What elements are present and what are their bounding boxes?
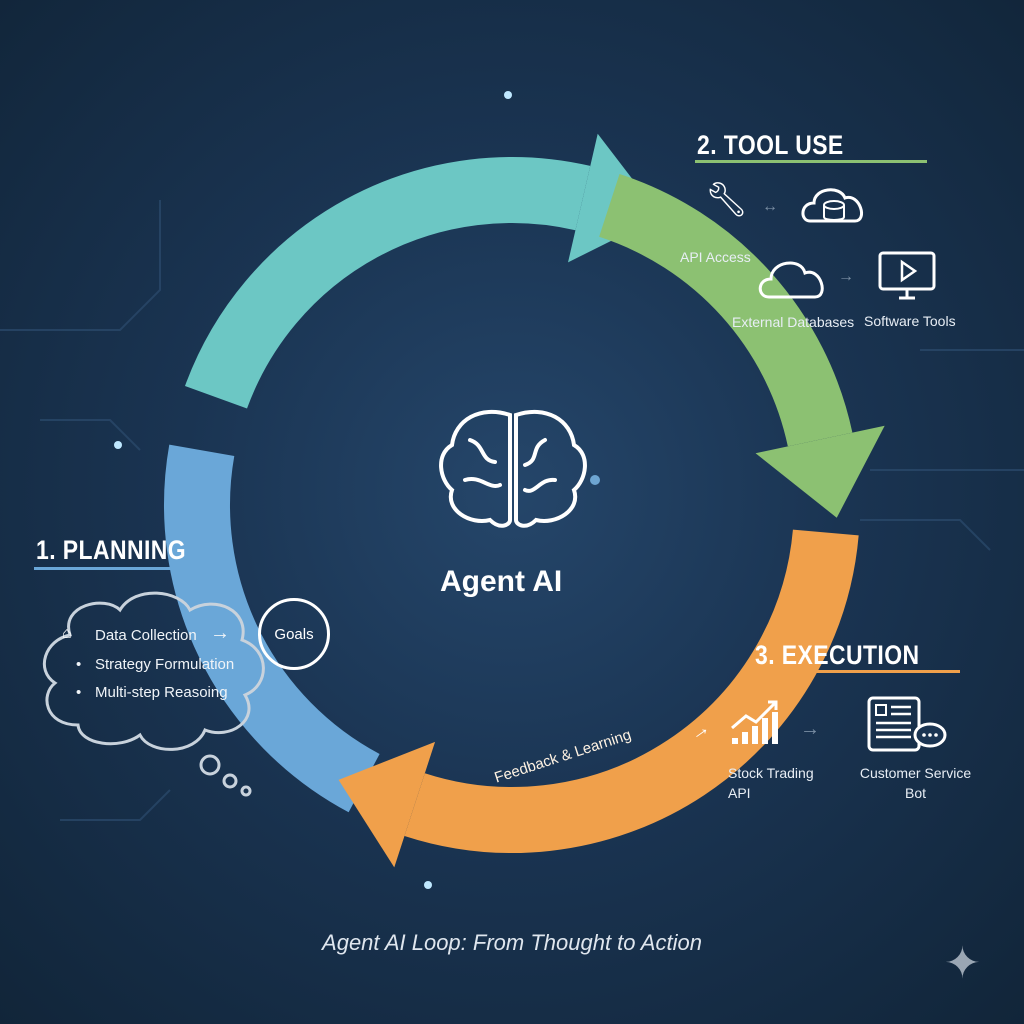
customer-service-bot-icon xyxy=(867,696,947,752)
bullet: • xyxy=(76,656,82,673)
execution-item: Stock Trading API xyxy=(728,765,814,801)
bullet: • xyxy=(76,684,82,701)
home-icon: ⌂ xyxy=(62,625,72,642)
arrow-right-icon: → xyxy=(838,268,854,285)
cloud-database-icon xyxy=(801,188,863,223)
planning-arc xyxy=(164,444,380,813)
planning-heading: 1. PLANNING xyxy=(36,535,187,565)
planning-item: Multi-step Reasoing xyxy=(95,684,228,701)
planning-item: Strategy Formulation xyxy=(95,656,235,673)
execution-arc xyxy=(404,529,859,853)
cloud-icon xyxy=(758,261,824,299)
tool-use-arc xyxy=(598,174,853,447)
monitor-play-icon xyxy=(878,251,936,300)
goals-circle: Goals xyxy=(258,598,330,670)
wrench-icon: 🔧︎ xyxy=(705,181,749,219)
execution-item: Customer Service Bot xyxy=(859,765,972,801)
thought-cloud-icon xyxy=(42,591,265,797)
tool-item: API Access xyxy=(680,249,751,265)
tool-item: Software Tools xyxy=(864,313,956,329)
execution-underline xyxy=(752,670,960,673)
tool-item: External Databases xyxy=(732,314,855,330)
caption: Agent AI Loop: From Thought to Action xyxy=(322,930,702,955)
planning-underline xyxy=(34,567,219,570)
tool-use-heading: 2. TOOL USE xyxy=(697,130,844,160)
brain-icon xyxy=(439,409,587,528)
sparkle-icon: ✦ xyxy=(944,939,981,988)
tool-use-underline xyxy=(695,160,927,163)
goals-label: Goals xyxy=(274,625,314,643)
execution-arc-arrowhead xyxy=(338,741,436,868)
planning-to-tool-arc xyxy=(184,157,591,409)
arrow-right-icon: → xyxy=(210,622,230,644)
execution-heading: 3. EXECUTION xyxy=(755,640,920,670)
tool-use-arc-arrowhead xyxy=(755,425,885,518)
center-title: Agent AI xyxy=(440,565,563,598)
double-arrow-icon: ↔ xyxy=(762,198,778,215)
arrow-right-icon: → xyxy=(800,718,820,740)
chart-growth-icon xyxy=(731,700,778,744)
planning-item: Data Collection xyxy=(95,627,197,644)
